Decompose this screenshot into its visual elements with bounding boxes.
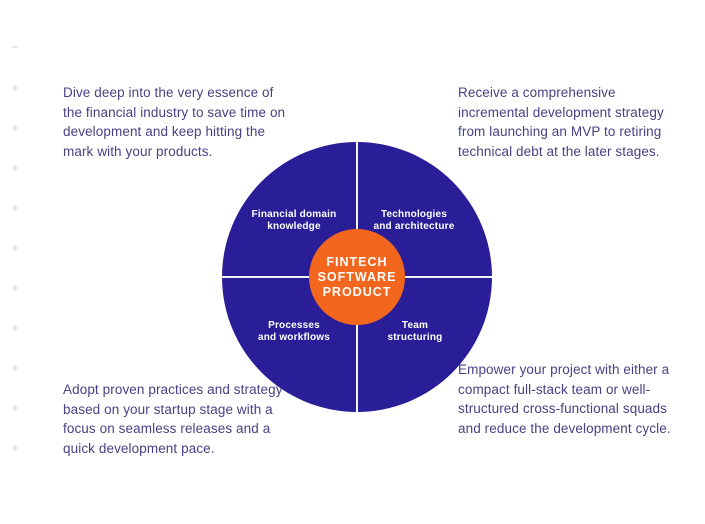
quadrant-label-line: knowledge (267, 221, 321, 232)
quadrant-label-line: and architecture (373, 221, 455, 232)
quadrant-processes-workflows: Processes and workflows (229, 320, 359, 344)
quadrant-label-line: and workflows (257, 332, 331, 343)
callout-line: quick development pace. (63, 440, 215, 456)
quadrant-team-structuring: Team structuring (350, 320, 480, 344)
callout-line: mark with your products. (63, 143, 213, 159)
quadrant-technologies-architecture: Technologies and architecture (349, 209, 479, 233)
center-title-line: SOFTWARE (317, 269, 397, 284)
decorative-dot (13, 446, 17, 450)
callout-line: and reduce the development cycle. (458, 420, 671, 436)
quadrant-label-line: Processes (268, 320, 320, 331)
callout-team: Empower your project with either a compa… (458, 360, 671, 438)
callout-processes: Adopt proven practices and strategy base… (63, 380, 283, 458)
quadrant-financial-domain-knowledge: Financial domain knowledge (229, 209, 359, 233)
callout-line: Dive deep into the very essence of (63, 85, 274, 100)
callout-line: Receive a comprehensive (458, 85, 616, 100)
callout-line: focus on seamless releases and a (63, 421, 271, 436)
callout-line: from launching an MVP to retiring (458, 124, 662, 139)
callout-line: technical debt at the later stages. (458, 143, 660, 159)
quadrant-label-line: Team (401, 320, 429, 331)
callout-development-strategy: Receive a comprehensive incremental deve… (458, 83, 664, 161)
callout-domain-knowledge: Dive deep into the very essence of the f… (63, 83, 285, 161)
center-title-line: FINTECH (326, 254, 388, 269)
callout-line: Adopt proven practices and strategy (63, 382, 283, 397)
decorative-dot (13, 406, 17, 410)
center-title-badge: FINTECH SOFTWARE PRODUCT (309, 229, 405, 325)
callout-line: development and keep hitting the (63, 124, 266, 139)
callout-line: compact full-stack team or well- (458, 381, 651, 397)
decorative-dot (13, 246, 17, 250)
decorative-dot (13, 326, 17, 330)
center-title-line: PRODUCT (322, 284, 392, 299)
callout-line: based on your startup stage with a (63, 401, 273, 417)
quadrant-label-line: Financial domain (251, 209, 337, 220)
decorative-dot (13, 366, 17, 370)
callout-line: the financial industry to save time on (63, 104, 286, 120)
decorative-dot (13, 126, 17, 130)
fintech-wheel-diagram: Financial domain knowledge Technologies … (222, 142, 492, 412)
decorative-dot (13, 166, 17, 170)
dotted-line-decoration (12, 46, 18, 486)
quadrant-label-line: Technologies (380, 209, 448, 220)
decorative-dot (13, 86, 17, 90)
decorative-dot (12, 46, 18, 48)
decorative-dot (13, 286, 17, 290)
decorative-dot (13, 206, 17, 210)
callout-line: structured cross-functional squads (458, 401, 667, 416)
quadrant-label-line: structuring (387, 332, 443, 343)
callout-line: incremental development strategy (458, 104, 664, 120)
callout-line: Empower your project with either a (458, 362, 670, 377)
